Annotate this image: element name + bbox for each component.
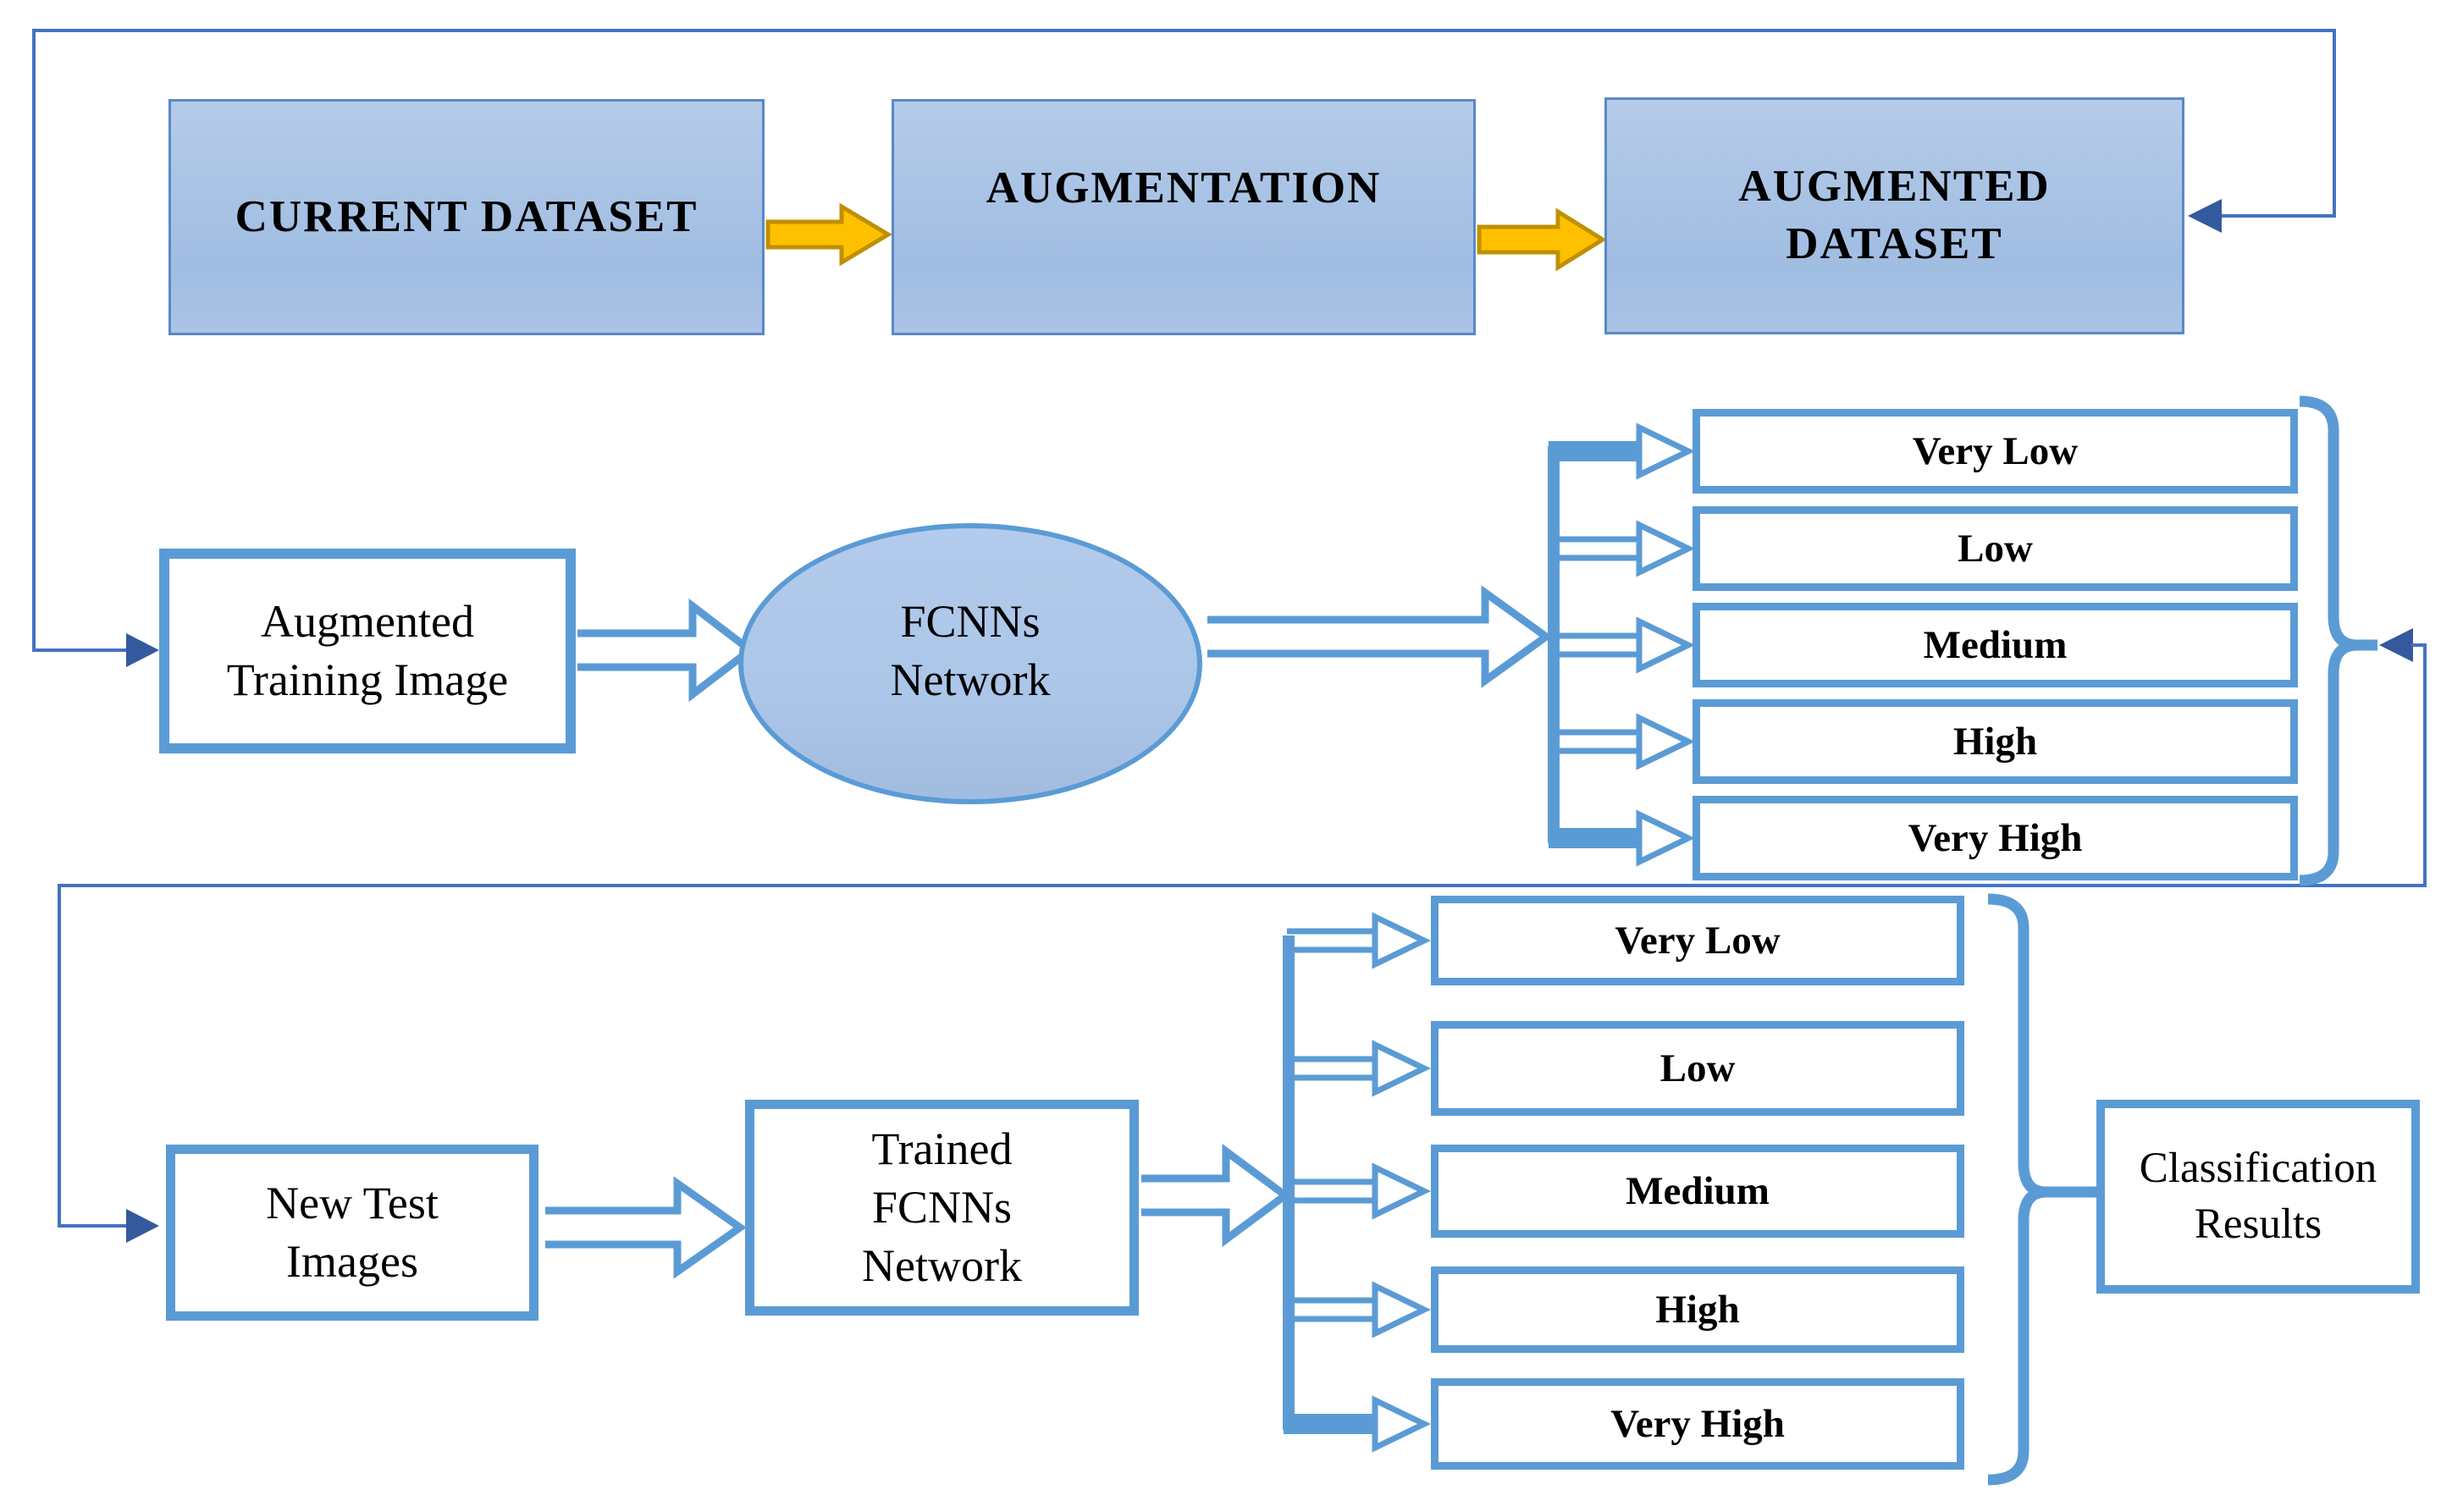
testing-levels-brace xyxy=(1988,899,2100,1480)
brace-curve xyxy=(2300,401,2357,880)
arrowhead-low-icon xyxy=(1639,525,1688,572)
augmented-dataset-label: AUGMENTED DATASET xyxy=(1738,162,2051,268)
training-level-very-low: Very Low xyxy=(1693,409,2298,494)
training-level-very-high: Very High xyxy=(1693,796,2298,880)
classification-results-label: Classification Results xyxy=(2139,1145,2377,1248)
arrowhead-medium-icon xyxy=(1375,1167,1424,1215)
level-label: High xyxy=(1655,1287,1740,1332)
box-current-dataset: CURRENT DATASET xyxy=(168,99,765,335)
arrow-training-input-to-network-icon xyxy=(577,606,750,694)
arrowhead-at-levels-bracket-icon xyxy=(2379,628,2413,662)
gold-arrow-augmentation-to-augmented-icon xyxy=(1479,212,1603,268)
level-label: Very High xyxy=(1908,815,2083,860)
testing-level-low: Low xyxy=(1431,1021,1964,1116)
testing-level-very-low: Very Low xyxy=(1431,896,1964,985)
arrowhead-very-high-icon xyxy=(1375,1400,1424,1448)
level-label: Very Low xyxy=(1615,918,1781,963)
testing-level-very-high: Very High xyxy=(1431,1378,1964,1470)
testing-levels-fanout xyxy=(1284,917,1424,1448)
box-new-test-images: New Test Images xyxy=(166,1145,538,1321)
arrowhead-medium-icon xyxy=(1639,621,1688,669)
connector-training-to-testing xyxy=(59,628,2425,1243)
brace-curve xyxy=(1988,899,2046,1480)
arrowhead-into-new-test-images-icon xyxy=(126,1209,159,1243)
training-levels-fanout xyxy=(1549,428,1688,862)
training-level-medium: Medium xyxy=(1693,603,2298,687)
level-label: Low xyxy=(1958,526,2033,571)
trained-fcnns-network-label: Trained FCNNs Network xyxy=(862,1123,1022,1292)
ellipse-fcnns-network: FCNNs Network xyxy=(738,523,1202,804)
augmentation-label: AUGMENTATION xyxy=(986,163,1382,212)
testing-level-high: High xyxy=(1431,1266,1964,1353)
arrow-shaft-medium xyxy=(1287,1182,1377,1200)
level-label: Medium xyxy=(1923,622,2068,667)
level-label: Very High xyxy=(1610,1401,1785,1446)
arrow-shaft-high xyxy=(1552,732,1641,751)
arrow-shaft-low xyxy=(1287,1059,1377,1078)
arrow-shaft-medium xyxy=(1552,636,1641,654)
arrow-network-to-training-levels-icon xyxy=(1207,593,1546,681)
level-label: High xyxy=(1952,719,2038,764)
level-label: Low xyxy=(1659,1046,1736,1090)
current-dataset-label: CURRENT DATASET xyxy=(235,191,699,241)
arrow-shaft-low xyxy=(1552,539,1641,558)
box-augmented-dataset: AUGMENTED DATASET xyxy=(1604,97,2184,334)
arrow-shaft-high xyxy=(1287,1300,1377,1319)
training-levels-brace xyxy=(2300,401,2377,880)
left-drop-line xyxy=(34,29,127,650)
augmented-training-image-label: Augmented Training Image xyxy=(226,595,509,705)
feedback-line-top xyxy=(34,30,2334,216)
arrowhead-into-augmented-training-image-icon xyxy=(126,633,159,667)
arrowhead-very-high-icon xyxy=(1639,814,1688,862)
training-level-low: Low xyxy=(1693,506,2298,591)
box-classification-results: Classification Results xyxy=(2096,1100,2420,1294)
arrow-trained-network-to-testing-levels-icon xyxy=(1141,1151,1285,1239)
gold-arrow-current-to-augmentation-icon xyxy=(768,207,888,262)
arrowhead-very-low-icon xyxy=(1375,917,1424,964)
new-test-images-label: New Test Images xyxy=(266,1177,439,1287)
box-augmented-training-image: Augmented Training Image xyxy=(159,549,576,753)
arrow-shaft-very-low xyxy=(1287,931,1377,950)
connector-to-augmented-training-image xyxy=(34,29,159,667)
arrowhead-very-low-icon xyxy=(1639,428,1688,475)
feedback-connector-top xyxy=(34,30,2334,233)
fcnns-network-label: FCNNs Network xyxy=(890,595,1051,705)
box-augmentation: AUGMENTATION xyxy=(892,99,1476,335)
testing-level-medium: Medium xyxy=(1431,1145,1964,1238)
arrowhead-high-icon xyxy=(1639,718,1688,765)
arrowhead-low-icon xyxy=(1375,1045,1424,1092)
box-trained-fcnns-network: Trained FCNNs Network xyxy=(745,1100,1139,1316)
training-level-high: High xyxy=(1693,699,2298,784)
level-label: Medium xyxy=(1626,1168,1770,1213)
arrowhead-into-augmented-dataset-icon xyxy=(2188,199,2222,233)
arrowhead-high-icon xyxy=(1375,1286,1424,1333)
arrow-test-input-to-trained-network-icon xyxy=(545,1184,740,1272)
level-label: Very Low xyxy=(1912,428,2079,473)
wrap-around-line xyxy=(59,645,2425,1226)
